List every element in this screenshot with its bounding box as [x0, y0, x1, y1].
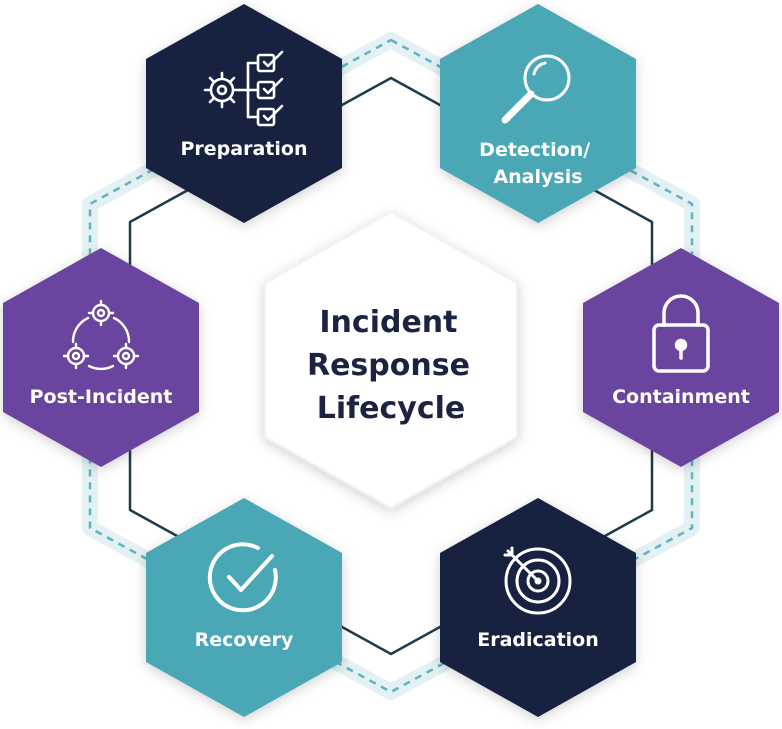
gear-checklist-icon — [203, 50, 284, 127]
phase-eradication: Eradication — [440, 498, 636, 717]
phase-hexagon — [440, 4, 636, 223]
phase-containment: Containment — [583, 248, 779, 467]
phase-label: Preparation — [181, 138, 308, 160]
check-circle-icon — [207, 542, 278, 613]
center-hexagon: Incident Response Lifecycle — [264, 211, 518, 509]
phase-post-incident: Post-Incident — [3, 248, 199, 467]
phase-label-line: Containment — [612, 386, 750, 408]
phase-label-line: Recovery — [195, 629, 294, 651]
center-title-line: Lifecycle — [317, 391, 466, 426]
phase-preparation: Preparation — [146, 4, 342, 223]
center-hexagon-shape — [264, 211, 518, 509]
phase-label-line: Analysis — [493, 166, 582, 188]
phase-label-line: Eradication — [477, 629, 599, 651]
dashed-ring — [88, 38, 694, 694]
phase-hexagon — [440, 498, 636, 717]
magnifying-glass-icon — [501, 54, 571, 124]
phase-label-line: Detection/ — [479, 139, 590, 161]
phase-label: Recovery — [195, 629, 294, 651]
phase-recovery: Recovery — [146, 498, 342, 717]
solid-ring — [128, 76, 654, 656]
gear-cycle-icon — [62, 299, 140, 371]
center-title-line: Response — [307, 348, 470, 383]
center-title: Incident Response Lifecycle — [307, 305, 475, 426]
phase-hexagon — [146, 498, 342, 717]
phase-label: Eradication — [477, 629, 599, 651]
target-icon — [503, 546, 572, 615]
padlock-icon — [652, 294, 710, 373]
phase-label-line: Preparation — [181, 138, 308, 160]
phase-hexagon — [146, 4, 342, 223]
phase-label-line: Post-Incident — [30, 386, 173, 408]
phase-label: Detection/ Analysis — [479, 139, 597, 188]
phase-hexagon — [3, 248, 199, 467]
outer-ring-group — [82, 32, 700, 700]
phase-label: Containment — [612, 386, 750, 408]
phase-label: Post-Incident — [30, 386, 173, 408]
center-title-line: Incident — [319, 305, 457, 340]
phase-detection: Detection/ Analysis — [440, 4, 636, 223]
